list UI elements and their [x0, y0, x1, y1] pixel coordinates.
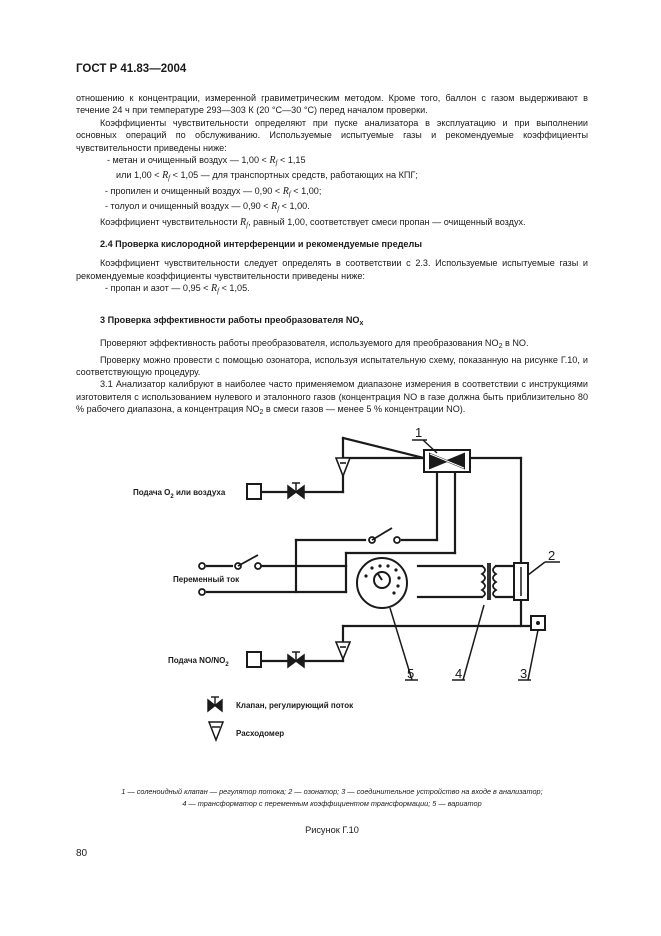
paragraph: Коэффициент чувствительности Rf, равный …	[76, 216, 588, 231]
callout-3: 3	[520, 666, 527, 681]
section-heading: 3 Проверка эффективности работы преобраз…	[76, 314, 588, 330]
list-item-text: < 1,00;	[290, 185, 322, 196]
legend-valve-icon	[207, 698, 217, 713]
rf-subscript: f	[277, 205, 280, 214]
list-item: - толуол и очищенный воздух — 0,90 < Rf …	[76, 200, 588, 215]
switch-contact	[254, 562, 262, 570]
terminal-icon	[198, 588, 206, 596]
label-no-supply: Подача NO/NO2	[168, 656, 229, 668]
rf-symbol: R	[211, 283, 218, 295]
figure-caption: 1 — соленоидный клапан — регулятор поток…	[76, 786, 588, 810]
list-item: - пропилен и очищенный воздух — 0,90 < R…	[76, 185, 588, 200]
transformer-coil	[480, 565, 486, 598]
list-item-text: < 1,05 — для транспортных средств, работ…	[170, 170, 418, 181]
legend-valve-label: Клапан, регулирующий поток	[236, 701, 354, 710]
label-subscript: 2	[170, 494, 174, 500]
solenoid-mark	[429, 453, 465, 469]
callout-1: 1	[415, 425, 422, 440]
rf-symbol: R	[271, 201, 278, 213]
label-ac: Переменный ток	[173, 575, 240, 584]
caption-line: 4 — трансформатор с переменным коэффицие…	[182, 799, 482, 808]
callout-leader	[422, 439, 438, 454]
switch-contact	[393, 536, 401, 544]
rf-symbol: R	[269, 155, 276, 167]
paragraph-text: Проверяют эффективность работы преобразо…	[100, 338, 499, 349]
list-item-text: - метан и очищенный воздух — 1,00 <	[107, 155, 270, 166]
valve-icon	[294, 653, 305, 669]
callout-leader	[462, 604, 485, 681]
rf-symbol: R	[240, 216, 247, 228]
list-item-text: - пропан и азот — 0,95 <	[105, 283, 211, 294]
switch-blade	[371, 527, 393, 541]
figure-title: Рисунок Г.10	[305, 825, 359, 835]
label-subscript: 2	[225, 662, 229, 668]
transformer-coil	[492, 565, 498, 598]
subscript: 2	[498, 343, 503, 351]
label-text: Подача NO/NO	[168, 656, 225, 665]
heading-text: 3 Проверка эффективности работы преобраз…	[100, 314, 360, 325]
flowmeter-icon	[334, 457, 352, 479]
page-number: 80	[76, 848, 88, 859]
valve-icon	[294, 484, 305, 500]
gas-inlet-o2	[246, 483, 262, 500]
paragraph-text: в смеси газов — менее 5 % концентрации N…	[263, 404, 466, 415]
rf-subscript: f	[288, 189, 291, 198]
paragraph: Проверку можно провести с помощью озонат…	[76, 354, 588, 377]
switch-blade	[237, 554, 259, 567]
callout-leader	[389, 607, 413, 681]
subscript: 2	[259, 409, 264, 417]
paragraph-text: , равный 1,00, соответствует смеси пропа…	[248, 216, 526, 227]
rf-symbol: R	[162, 170, 169, 182]
rf-symbol: R	[282, 185, 289, 197]
paragraph-text: Коэффициент чувствительности	[100, 216, 240, 227]
list-item: или 1,00 < Rf < 1,05 — для транспортных …	[76, 169, 588, 184]
list-item-text: < 1,15	[277, 155, 306, 166]
list-item-text: - пропилен и очищенный воздух — 0,90 <	[105, 185, 283, 196]
callout-2: 2	[548, 548, 555, 563]
paragraph: Проверяют эффективность работы преобразо…	[76, 337, 588, 353]
callout-leader	[527, 629, 539, 681]
document-header: ГОСТ Р 41.83—2004	[76, 63, 187, 75]
list-item: - метан и очищенный воздух — 1,00 < Rf <…	[76, 154, 588, 169]
callout-5: 5	[407, 666, 414, 681]
list-item-text: или 1,00 <	[116, 170, 163, 181]
legend-flowmeter-icon	[207, 721, 225, 743]
callout-leader	[527, 561, 546, 576]
paragraph-text: 3.1 Анализатор калибруют в наиболее част…	[76, 379, 588, 415]
list-item-text: - толуол и очищенный воздух — 0,90 <	[105, 201, 272, 212]
valve-icon	[287, 653, 298, 669]
paragraph: Коэффициент чувствительности следует опр…	[76, 258, 588, 281]
body-text: отношению к концентрации, измеренной гра…	[76, 92, 588, 420]
caption-line: 1 — соленоидный клапан — регулятор поток…	[121, 787, 543, 796]
terminal-icon	[198, 562, 206, 570]
section-heading: 2.4 Проверка кислородной интерференции и…	[100, 239, 423, 250]
list-item-text: < 1,00.	[279, 201, 310, 212]
list-item: - пропан и азот — 0,95 < Rf < 1,05.	[76, 282, 588, 297]
label-o2-supply: Подача О2 или воздуха	[133, 488, 226, 500]
paragraph: 3.1 Анализатор калибруют в наиболее част…	[76, 378, 588, 419]
valve-icon	[287, 484, 298, 500]
rf-subscript: f	[246, 220, 249, 229]
paragraph-text: в NO.	[502, 338, 529, 349]
connector-icon	[536, 621, 540, 625]
rf-subscript: f	[168, 174, 171, 183]
paragraph: отношению к концентрации, измеренной гра…	[76, 93, 588, 116]
flowmeter-icon	[334, 641, 352, 662]
rf-subscript: f	[217, 287, 220, 296]
pipe	[341, 436, 426, 460]
callout-4: 4	[455, 666, 462, 681]
legend-valve-icon	[213, 698, 223, 713]
label-text: или воздуха	[174, 488, 226, 497]
paragraph: Коэффициенты чувствительности определяют…	[76, 117, 588, 153]
gas-inlet-no	[246, 651, 262, 668]
label-text: Подача О	[133, 488, 170, 497]
heading-subscript: x	[359, 319, 364, 327]
list-item-text: < 1,05.	[219, 283, 250, 294]
variator-pointer	[377, 573, 383, 581]
legend-flowmeter-label: Расходомер	[236, 729, 284, 738]
rf-subscript: f	[275, 159, 278, 168]
